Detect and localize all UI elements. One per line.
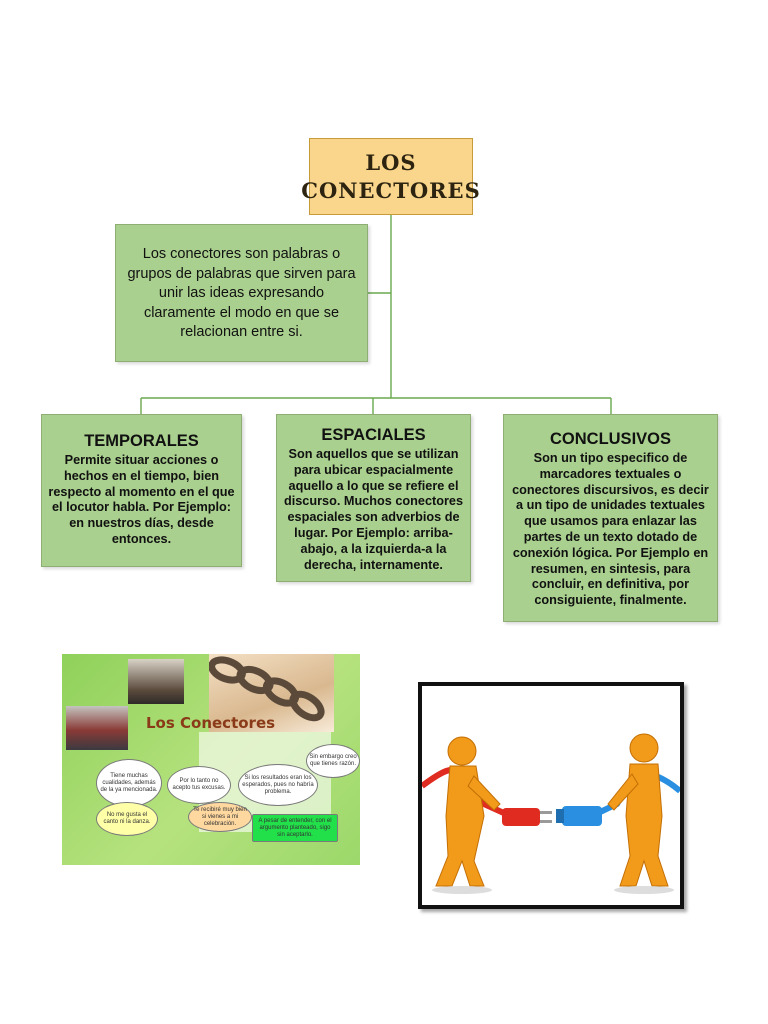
category-title: TEMPORALES bbox=[84, 432, 199, 450]
category-title: ESPACIALES bbox=[321, 426, 426, 444]
bubble-text: A pesar de entender, con el argumento pl… bbox=[258, 817, 332, 838]
right-figure bbox=[607, 733, 669, 887]
category-conclusivos: CONCLUSIVOS Son un tipo especifico de ma… bbox=[503, 414, 718, 622]
bubble-text: Tiene muchas cualidades, además de la ya… bbox=[100, 772, 158, 793]
collage-title: Los Conectores bbox=[146, 714, 276, 732]
category-text: Son aquellos que se utilizan para ubicar… bbox=[283, 447, 464, 572]
speech-bubble: No me gusta el canto ni la danza. bbox=[96, 802, 158, 836]
category-temporales: TEMPORALES Permite situar acciones o hec… bbox=[41, 414, 242, 567]
definition-box: Los conectores son palabras o grupos de … bbox=[115, 224, 368, 362]
bubble-text: Por lo tanto no acepto tus excusas. bbox=[172, 778, 226, 791]
figures-illustration bbox=[420, 733, 682, 894]
category-text: Permite situar acciones o hechos en el t… bbox=[48, 453, 235, 546]
connectors-collage-image: Los Conectores Tiene muchas cualidades, … bbox=[62, 654, 360, 865]
speech-bubble: Tiene muchas cualidades, además de la ya… bbox=[96, 759, 162, 807]
category-title: CONCLUSIVOS bbox=[549, 430, 671, 448]
photo-people-2 bbox=[66, 706, 128, 750]
title-line-1: LOS bbox=[365, 149, 417, 175]
category-text: Son un tipo especifico de marcadores tex… bbox=[512, 451, 709, 608]
speech-bubble: Te recibiré muy bien si vienes a mi cele… bbox=[188, 802, 252, 832]
diagram-title: LOS CONECTORES bbox=[301, 138, 480, 215]
left-figure bbox=[435, 736, 501, 887]
people-connecting-plugs-image bbox=[418, 682, 684, 909]
speech-bubble: Sin embargo creo que tienes razón. bbox=[306, 744, 360, 778]
bubble-text: No me gusta el canto ni la danza. bbox=[103, 812, 151, 825]
category-espaciales: ESPACIALES Son aquellos que se utilizan … bbox=[276, 414, 471, 582]
bubble-text: Si los resultados eran los esperados, pu… bbox=[242, 774, 314, 795]
chain-image bbox=[208, 654, 334, 732]
photo-people-1 bbox=[128, 659, 184, 704]
chain-icon bbox=[208, 656, 325, 722]
bubble-text: Te recibiré muy bien si vienes a mi cele… bbox=[193, 806, 247, 827]
speech-bubble: Si los resultados eran los esperados, pu… bbox=[238, 764, 318, 806]
speech-bubble: A pesar de entender, con el argumento pl… bbox=[252, 814, 338, 842]
bubble-text: Sin embargo creo que tienes razón. bbox=[309, 754, 357, 767]
definition-text: Los conectores son palabras o grupos de … bbox=[127, 246, 356, 340]
title-line-2: CONECTORES bbox=[301, 177, 481, 203]
red-plug-icon bbox=[502, 808, 552, 826]
blue-plug-icon bbox=[556, 806, 602, 826]
speech-bubble: Por lo tanto no acepto tus excusas. bbox=[167, 766, 231, 804]
